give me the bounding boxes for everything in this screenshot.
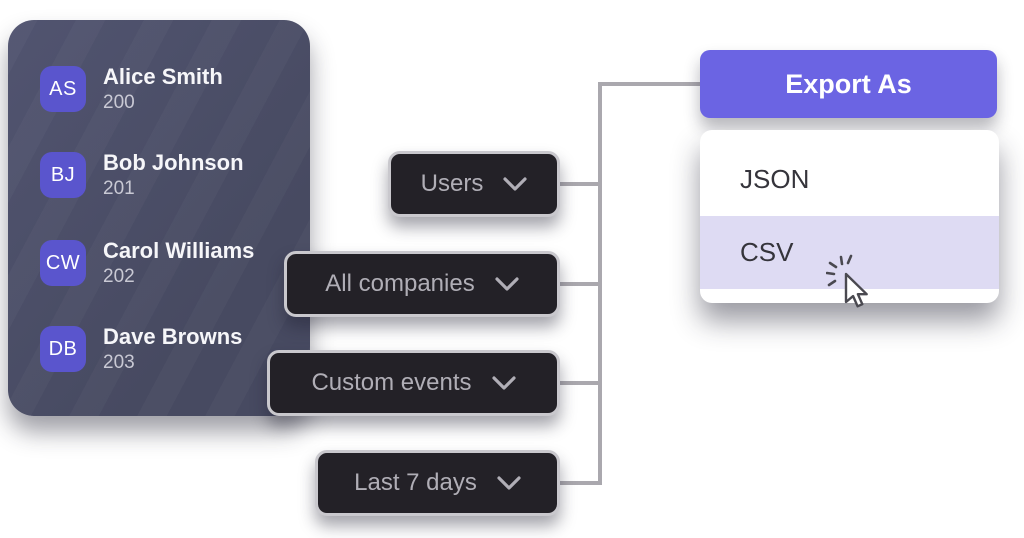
chevron-down-icon — [491, 375, 516, 390]
connector-users-branch — [560, 182, 600, 186]
connector-export-branch — [598, 82, 700, 86]
avatar: AS — [40, 66, 86, 112]
user-name: Bob Johnson — [103, 150, 244, 176]
connector-events-branch — [560, 381, 600, 385]
user-name: Carol Williams — [103, 238, 255, 264]
menu-item-json[interactable]: JSON — [740, 164, 810, 194]
chevron-down-icon — [497, 475, 521, 490]
connector-date-range-branch — [560, 481, 600, 485]
user-value: 202 — [103, 265, 135, 287]
users-filter-dropdown[interactable]: Users — [388, 151, 560, 217]
events-filter-label: Custom events — [311, 369, 472, 396]
chevron-down-icon — [495, 276, 519, 291]
export-format-menu: JSON CSV — [700, 130, 999, 303]
companies-filter-dropdown[interactable]: All companies — [284, 251, 560, 317]
list-item: CW Carol Williams 202 — [40, 238, 255, 287]
date-range-filter-dropdown[interactable]: Last 7 days — [315, 450, 560, 516]
connector-trunk-line — [598, 82, 602, 485]
avatar: CW — [40, 240, 86, 286]
user-name: Alice Smith — [103, 64, 223, 90]
events-filter-dropdown[interactable]: Custom events — [267, 350, 560, 416]
date-range-filter-label: Last 7 days — [354, 469, 477, 496]
avatar: BJ — [40, 152, 86, 198]
connector-companies-branch — [560, 282, 600, 286]
users-filter-label: Users — [420, 170, 484, 197]
companies-filter-label: All companies — [325, 270, 475, 297]
chevron-down-icon — [503, 176, 527, 191]
user-value: 201 — [103, 177, 135, 199]
menu-item-csv[interactable]: CSV — [700, 216, 999, 289]
user-value: 200 — [103, 91, 135, 113]
list-item: BJ Bob Johnson 201 — [40, 150, 244, 199]
user-value: 203 — [103, 351, 135, 373]
avatar: DB — [40, 326, 86, 372]
user-name: Dave Browns — [103, 324, 243, 350]
list-item: AS Alice Smith 200 — [40, 64, 223, 113]
export-as-button[interactable]: Export As — [700, 50, 997, 118]
list-item: DB Dave Browns 203 — [40, 324, 243, 373]
users-panel: AS Alice Smith 200 BJ Bob Johnson 201 CW… — [8, 20, 310, 416]
